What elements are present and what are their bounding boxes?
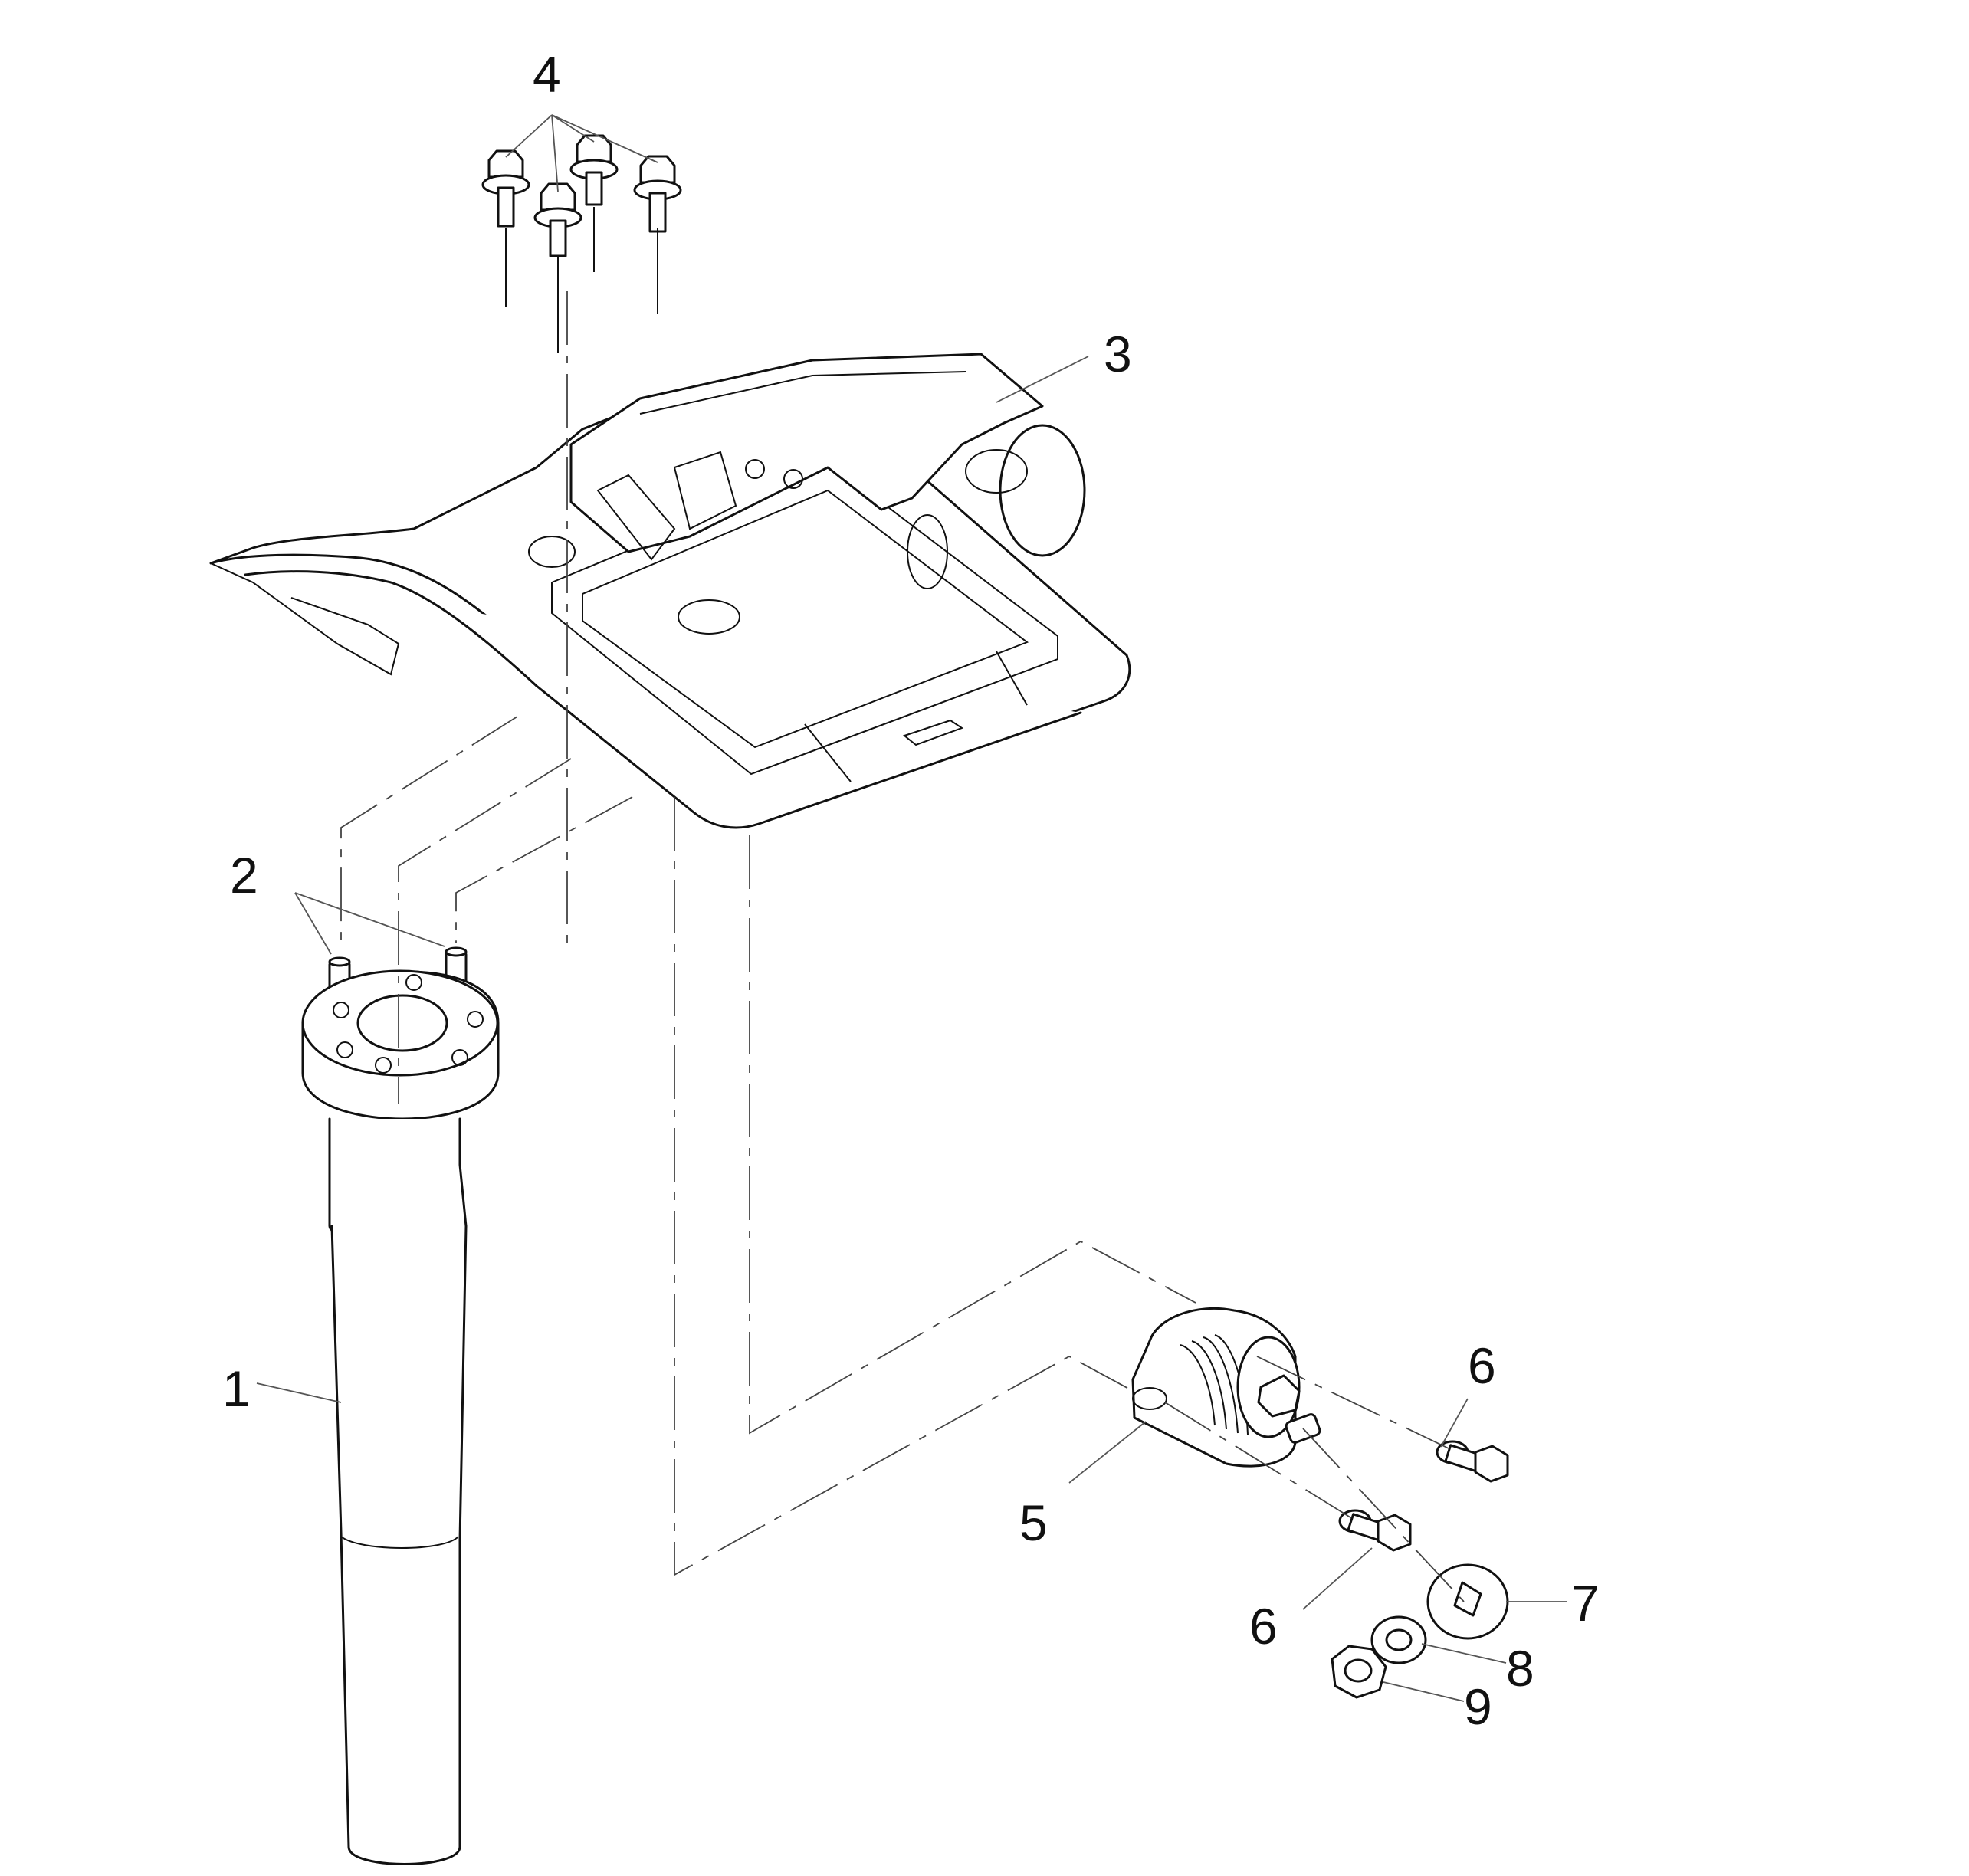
assembly-center-lines bbox=[340, 291, 1465, 1602]
leader-lines bbox=[256, 114, 1567, 1702]
bolt-3 bbox=[569, 134, 619, 206]
callout-4: 4 bbox=[533, 46, 561, 103]
bolt-4 bbox=[633, 155, 682, 233]
callout-7: 7 bbox=[1571, 1575, 1600, 1632]
bolt-group-part-4 bbox=[481, 134, 682, 353]
callout-5: 5 bbox=[1019, 1494, 1048, 1551]
column-tube-part-1 bbox=[301, 969, 500, 1865]
handle-frame-part-3 bbox=[209, 353, 1131, 829]
callout-6-upper: 6 bbox=[1468, 1337, 1496, 1394]
small-bolt-upper-part-6 bbox=[1436, 1440, 1509, 1483]
callout-3: 3 bbox=[1104, 326, 1132, 382]
callout-6-lower: 6 bbox=[1249, 1598, 1278, 1655]
hex-nut-part-9 bbox=[1331, 1645, 1387, 1699]
bolt-2 bbox=[533, 182, 582, 257]
callout-1: 1 bbox=[222, 1360, 251, 1417]
small-bolt-lower-part-6 bbox=[1338, 1509, 1412, 1552]
callout-2: 2 bbox=[230, 847, 258, 904]
callout-8: 8 bbox=[1506, 1640, 1534, 1697]
callout-9: 9 bbox=[1464, 1678, 1492, 1735]
bolt-1 bbox=[481, 149, 530, 228]
flat-washer-part-8 bbox=[1370, 1615, 1427, 1664]
callout-labels: 4 3 2 1 5 6 6 7 8 9 bbox=[222, 46, 1600, 1735]
bearing-assembly-part-5 bbox=[1131, 1307, 1321, 1468]
